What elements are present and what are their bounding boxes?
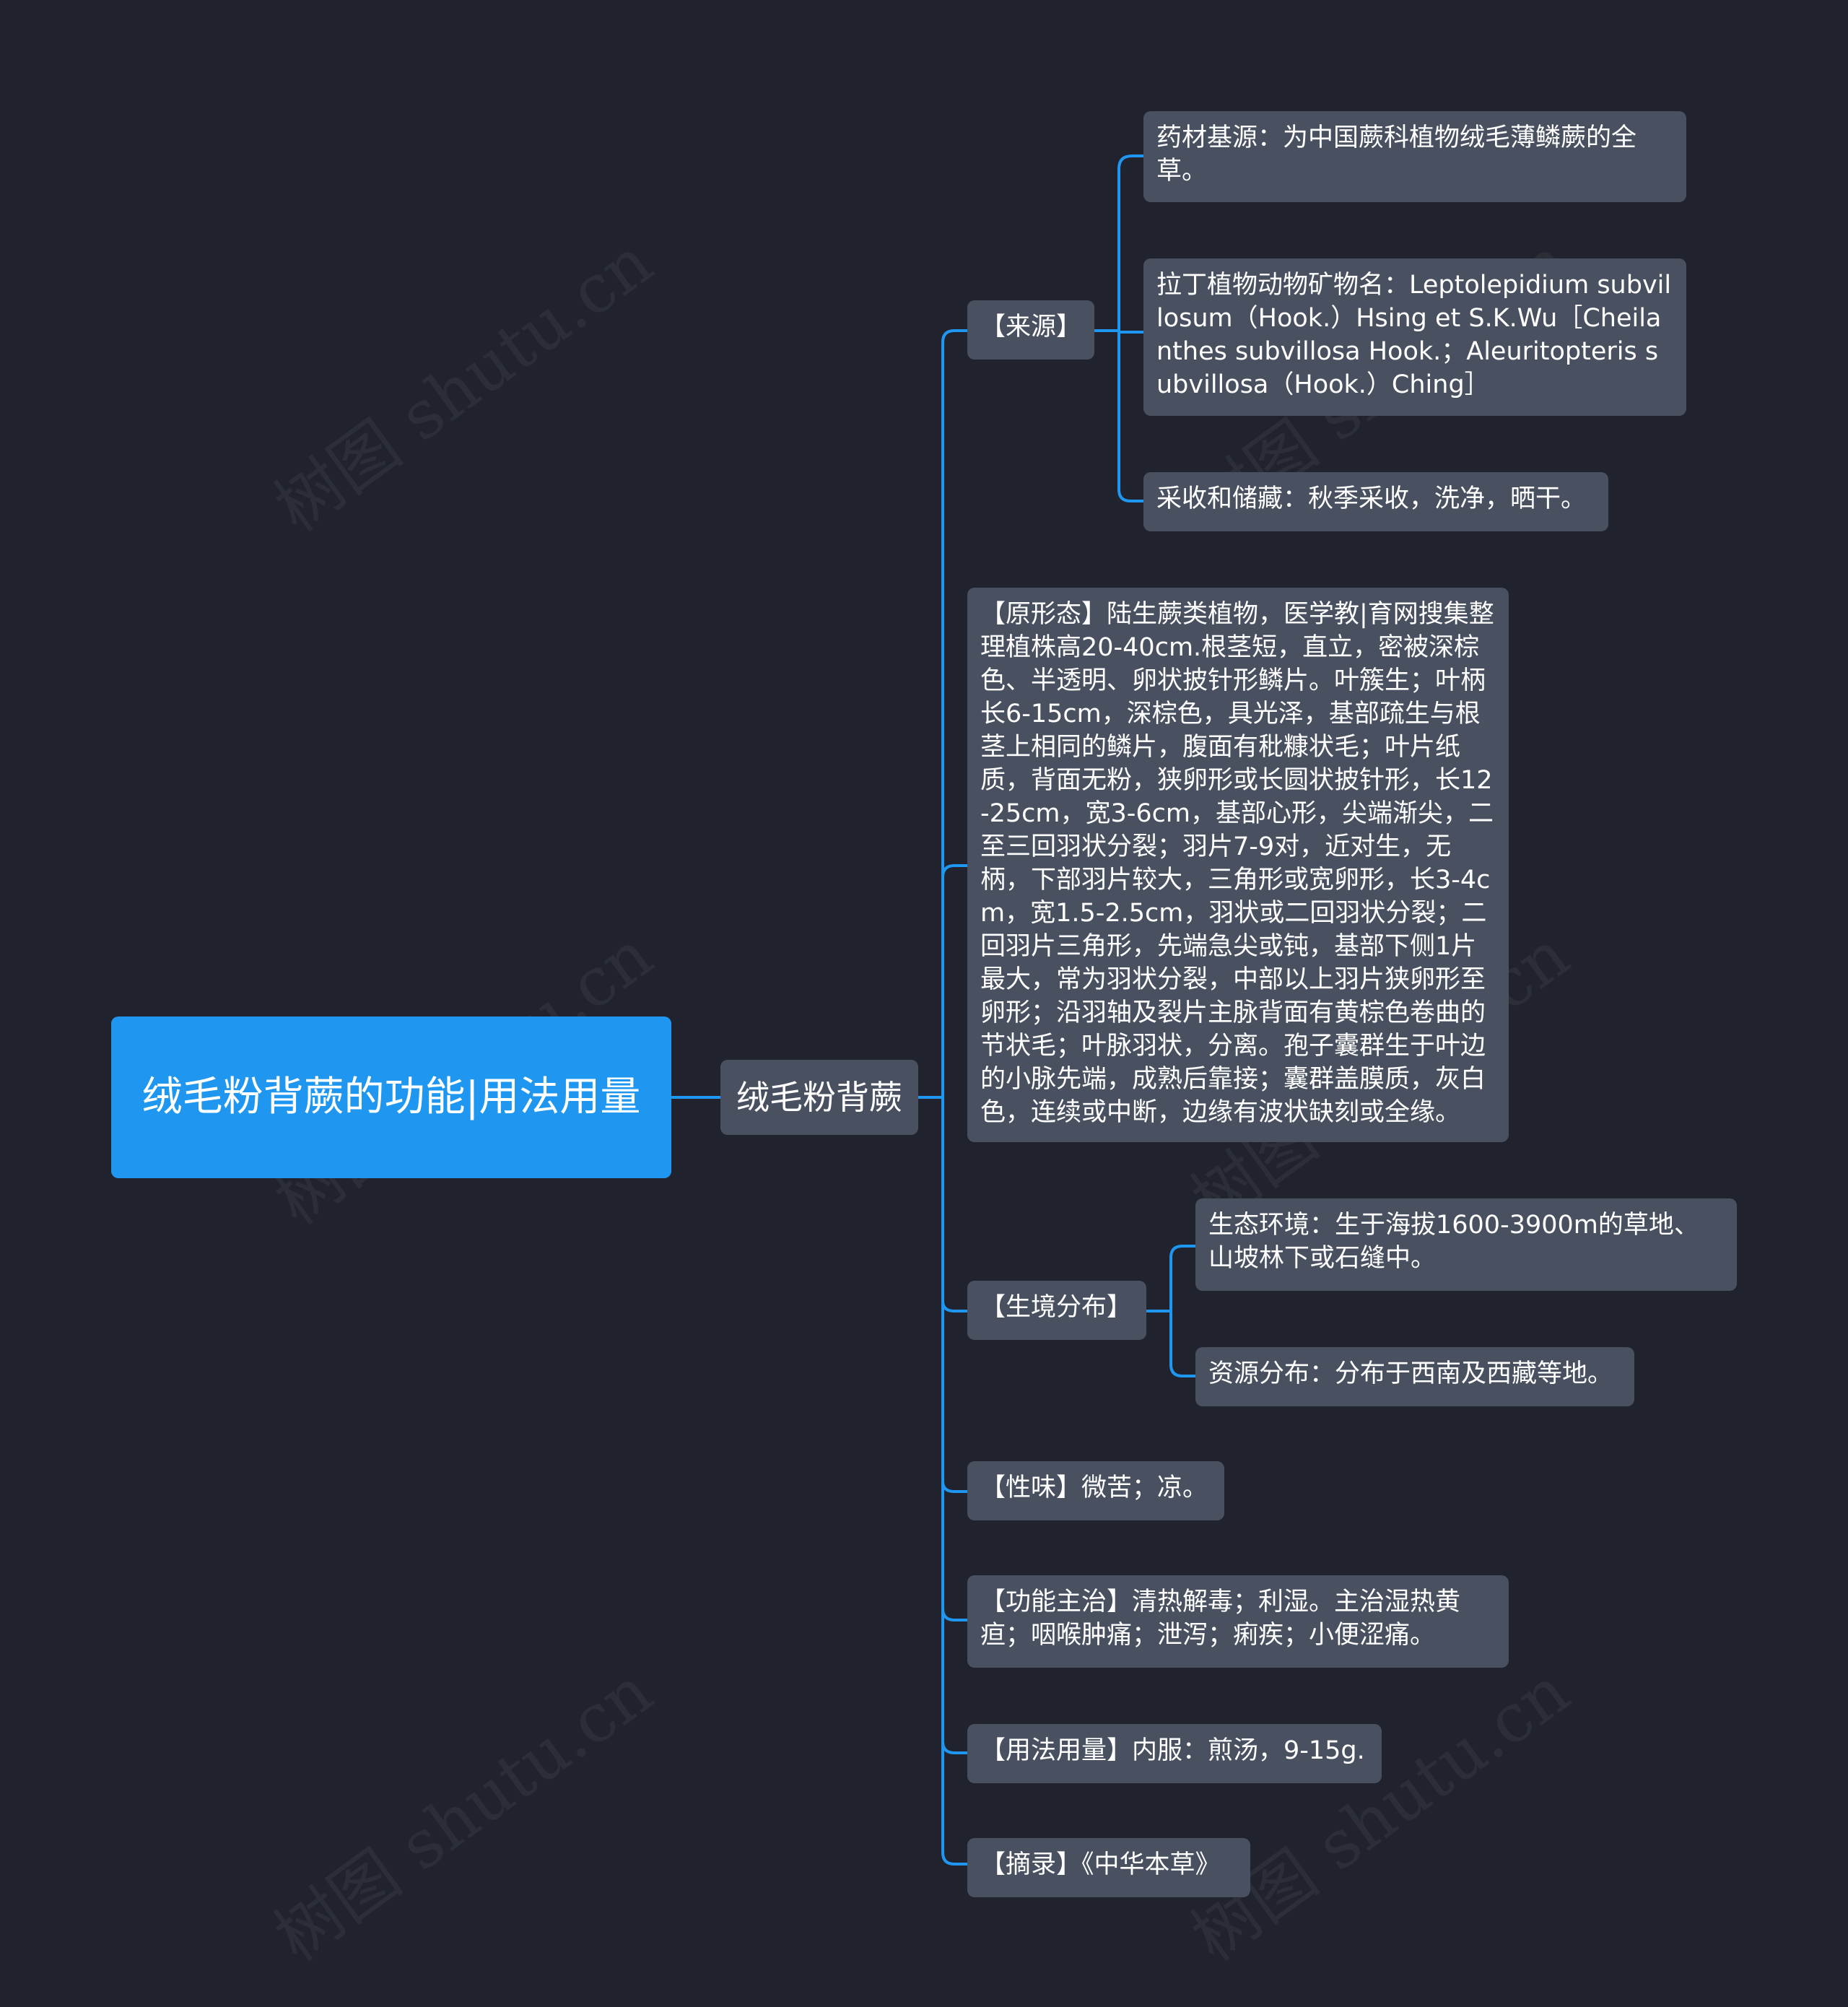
dosage-node[interactable]: 【用法用量】内服：煎汤，9-15g. <box>967 1724 1382 1783</box>
habitat-distribution-node[interactable]: 资源分布：分布于西南及西藏等地。 <box>1195 1347 1634 1406</box>
function-node[interactable]: 【功能主治】清热解毒；利湿。主治湿热黄疸；咽喉肿痛；泄泻；痢疾；小便涩痛。 <box>967 1575 1509 1668</box>
habitat-node[interactable]: 【生境分布】 <box>967 1281 1146 1340</box>
source-harvest-node[interactable]: 采收和储藏：秋季采收，洗净，晒干。 <box>1143 472 1608 531</box>
main-topic[interactable]: 绒毛粉背蕨 <box>720 1060 918 1135</box>
habitat-environment-node[interactable]: 生态环境：生于海拔1600-3900m的草地、山坡林下或石缝中。 <box>1195 1198 1737 1291</box>
morphology-node[interactable]: 【原形态】陆生蕨类植物，医学教|育网搜集整理植株高20-40cm.根茎短，直立，… <box>967 588 1509 1142</box>
source-latin-name-node[interactable]: 拉丁植物动物矿物名：Leptolepidium subvillosum（Hook… <box>1143 258 1686 416</box>
source-origin-node[interactable]: 药材基源：为中国蕨科植物绒毛薄鳞蕨的全草。 <box>1143 111 1686 202</box>
excerpt-node[interactable]: 【摘录】《中华本草》 <box>967 1838 1250 1897</box>
taste-node[interactable]: 【性味】微苦；凉。 <box>967 1461 1224 1520</box>
source-node[interactable]: 【来源】 <box>967 300 1094 360</box>
root-topic[interactable]: 绒毛粉背蕨的功能|用法用量 <box>111 1016 671 1178</box>
